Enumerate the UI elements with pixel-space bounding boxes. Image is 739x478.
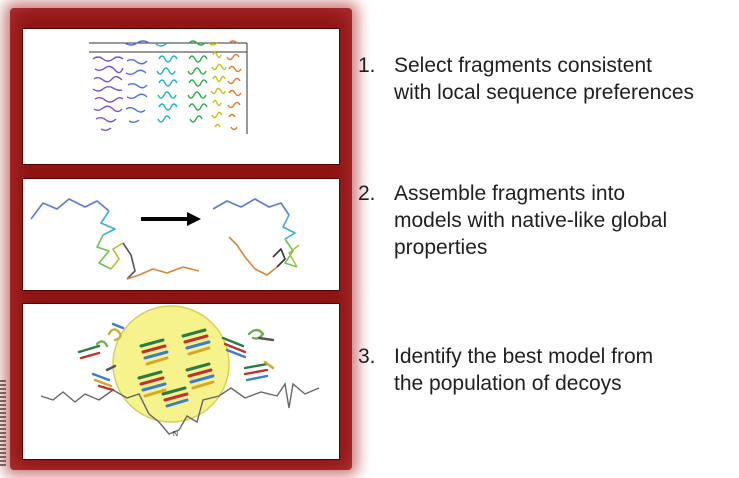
fragment-library-panel xyxy=(22,28,340,165)
assembly-panel xyxy=(22,178,340,291)
step-3-line-1: Identify the best model from xyxy=(394,345,654,368)
step-3: 3. Identify the best model from the popul… xyxy=(358,343,653,397)
step-2: 2. Assemble fragments into models with na… xyxy=(358,180,667,261)
step-2-line-2: models with native-like global xyxy=(394,209,668,232)
decoy-selection-panel: N xyxy=(22,303,340,460)
highlight-circle xyxy=(112,305,230,423)
decoy-selection-image: N xyxy=(40,305,320,438)
step-1-line-1: Select fragments consistent xyxy=(394,54,652,77)
step-1-number: 1. xyxy=(358,54,376,77)
step-3-number: 3. xyxy=(358,345,376,368)
left-edge-decoration xyxy=(0,380,6,468)
arrow-head xyxy=(187,212,201,226)
energy-landscape xyxy=(40,382,320,435)
step-2-line-1: Assemble fragments into xyxy=(394,182,626,205)
assembly-image xyxy=(30,198,300,280)
step-2-line-3: properties xyxy=(394,236,488,259)
fragment-library-image xyxy=(89,40,248,134)
step-1: 1. Select fragments consistent with local… xyxy=(358,52,694,106)
step-2-number: 2. xyxy=(358,182,376,205)
landscape-label: N xyxy=(173,431,178,438)
step-3-line-2: the population of decoys xyxy=(394,372,622,395)
step-1-line-2: with local sequence preferences xyxy=(394,81,695,104)
